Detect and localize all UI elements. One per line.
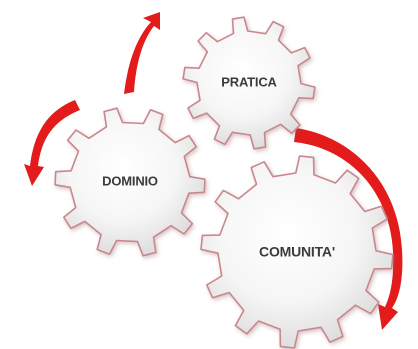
gear-pratica: PRATICA xyxy=(182,16,316,150)
arrow-left xyxy=(24,100,80,186)
gear-label-dominio: DOMINIO xyxy=(102,173,158,188)
gear-comunita: COMUNITA' xyxy=(200,155,394,349)
gear-label-pratica: PRATICA xyxy=(221,74,277,89)
gear-dominio: DOMINIO xyxy=(54,107,206,257)
arrow-top xyxy=(124,12,160,94)
gear-label-comunita: COMUNITA' xyxy=(259,244,335,260)
arrow-right xyxy=(294,128,403,330)
